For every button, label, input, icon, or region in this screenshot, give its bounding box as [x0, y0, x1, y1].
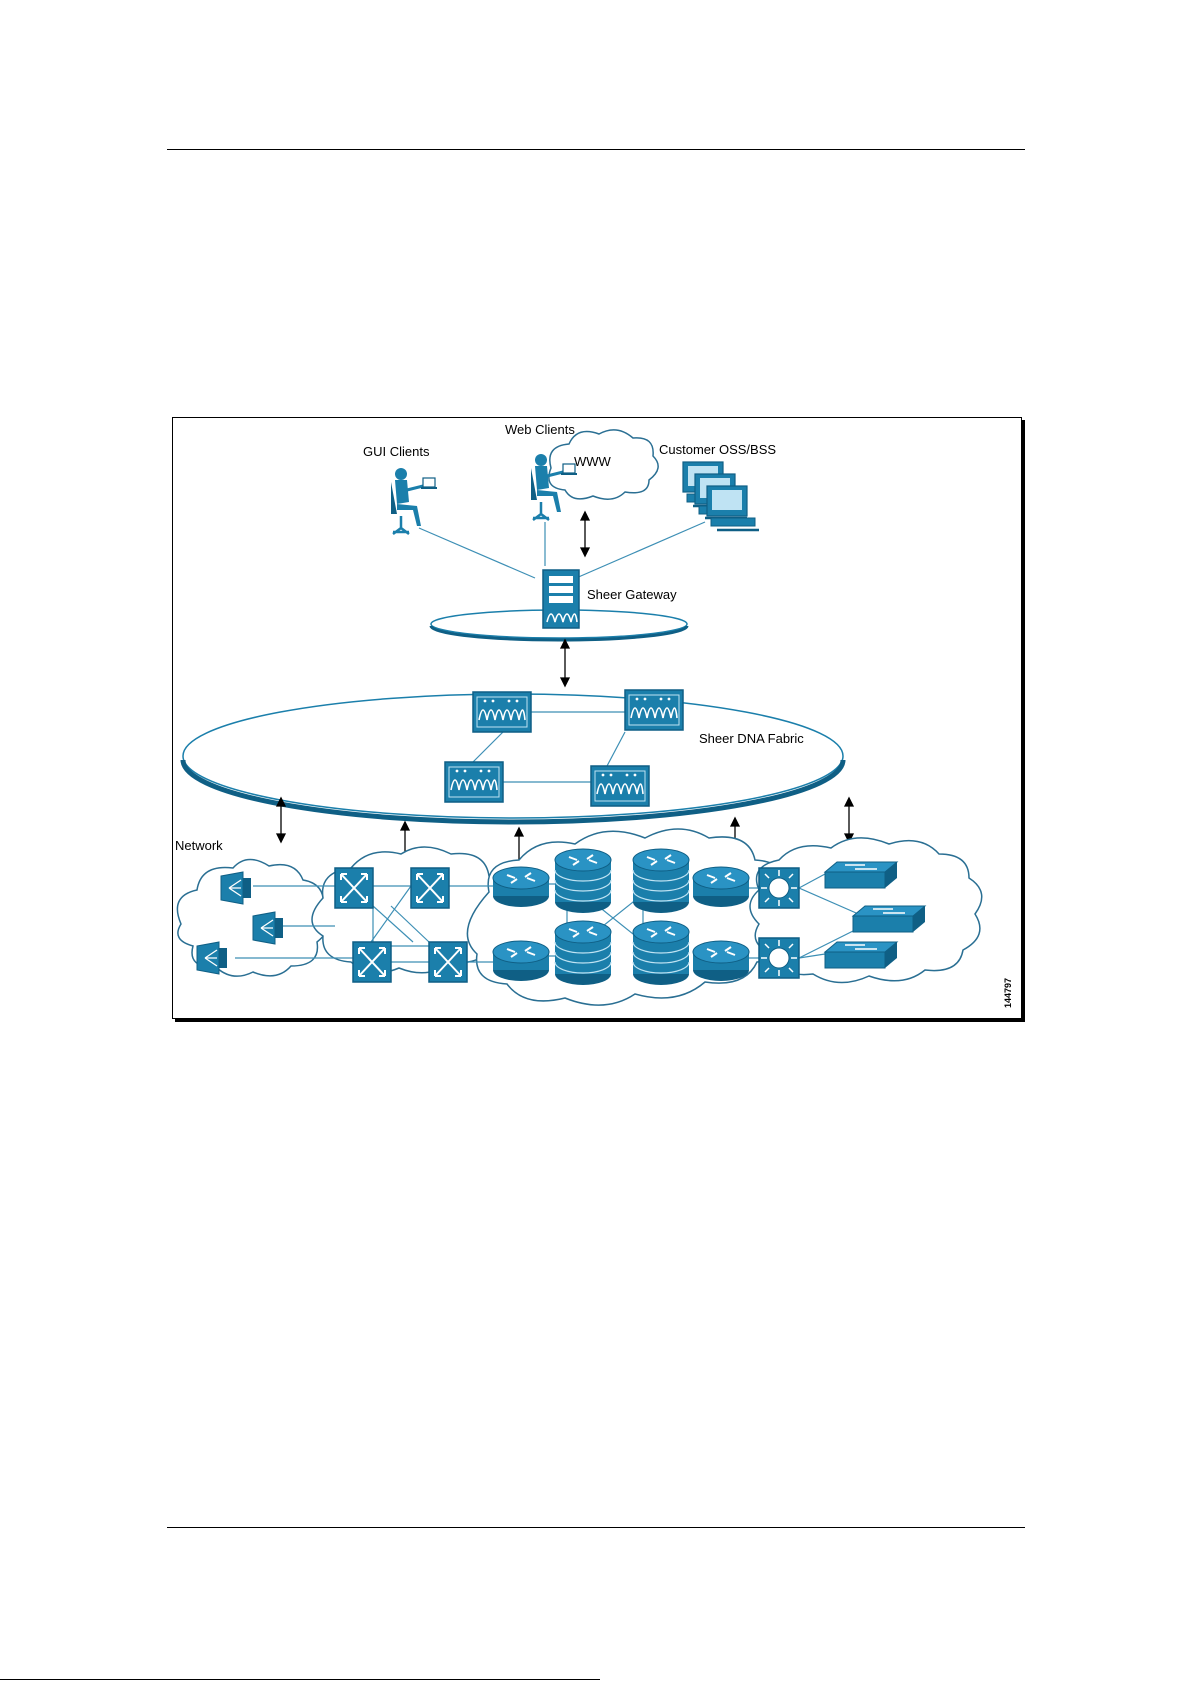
customer-oss-bss-pc-icon	[683, 462, 759, 530]
customer-oss-bss-label: Customer OSS/BSS	[659, 442, 776, 457]
gui-to-gateway-line	[419, 528, 535, 578]
core-router-4-icon	[633, 921, 689, 985]
page-bottom-rule	[0, 1679, 600, 1680]
workgroup-switch-1-icon	[825, 862, 897, 888]
gateway-fabric-arrow	[561, 640, 569, 686]
web-gateway-arrow	[581, 512, 589, 556]
fabric-node-2-icon	[625, 690, 683, 730]
workgroup-switch-2-icon	[853, 906, 925, 932]
sheer-dna-fabric-label: Sheer DNA Fabric	[699, 731, 804, 746]
router-1-icon	[493, 867, 549, 907]
network-architecture-figure: Web Clients GUI Clients Customer OSS/BSS…	[172, 417, 1022, 1019]
gui-clients-label: GUI Clients	[363, 444, 430, 459]
cross-connect-1-icon	[335, 868, 373, 908]
network-label: Network	[175, 838, 223, 853]
router-3-icon	[493, 941, 549, 981]
footer-rule	[167, 1527, 1025, 1528]
www-label: WWW	[574, 454, 612, 469]
header-rule	[167, 149, 1025, 150]
multilayer-switch-2-icon	[759, 938, 799, 978]
cross-connect-2-icon	[411, 868, 449, 908]
sheer-gateway-server-icon	[543, 570, 579, 628]
sheer-gateway-label: Sheer Gateway	[587, 587, 677, 602]
router-4-icon	[693, 941, 749, 981]
network-diagram: Web Clients GUI Clients Customer OSS/BSS…	[173, 418, 1021, 1018]
core-router-1-icon	[555, 849, 611, 913]
fabric-node-4-icon	[591, 766, 649, 806]
router-2-icon	[693, 867, 749, 907]
workgroup-switch-3-icon	[825, 942, 897, 968]
cross-connect-3-icon	[353, 942, 391, 982]
gui-client-user-icon	[391, 468, 437, 534]
core-router-3-icon	[555, 921, 611, 985]
figure-id: 144797	[1003, 978, 1013, 1008]
web-clients-label: Web Clients	[505, 422, 575, 437]
cross-connect-4-icon	[429, 942, 467, 982]
multilayer-switch-1-icon	[759, 868, 799, 908]
core-router-2-icon	[633, 849, 689, 913]
fabric-node-3-icon	[445, 762, 503, 802]
fabric-node-1-icon	[473, 692, 531, 732]
